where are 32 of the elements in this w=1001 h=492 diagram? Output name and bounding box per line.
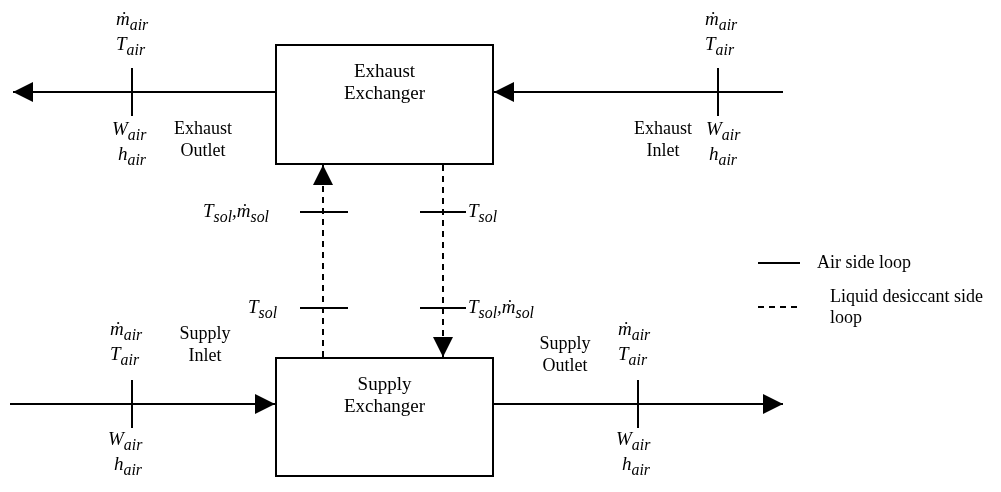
state-variable-label: T$_{sol}$,ṁ$_{sol}$	[203, 200, 270, 227]
state-variable-label: W$_{air}$	[112, 118, 147, 145]
state-variable-label: T$_{sol}$	[248, 296, 278, 323]
state-variable-label: h$_{air}$	[622, 453, 650, 480]
node-label: Supply Exchanger	[342, 373, 427, 417]
state-variable-label: ṁ$_{air}$	[110, 318, 143, 345]
legend-label: Liquid desiccant side loop	[830, 286, 984, 328]
arrow	[493, 394, 784, 414]
arrow	[12, 82, 276, 102]
state-variable-label: ṁ$_{air}$	[116, 8, 149, 35]
exchanger-box	[275, 357, 494, 477]
state-variable-label: T$_{sol}$,ṁ$_{sol}$	[468, 296, 535, 323]
state-variable-label: T$_{air}$	[705, 33, 735, 60]
state-variable-label: W$_{air}$	[616, 428, 651, 455]
state-variable-label: T$_{air}$	[110, 343, 140, 370]
state-variable-label: T$_{air}$	[116, 33, 146, 60]
arrow	[493, 82, 784, 102]
arrow	[313, 164, 333, 358]
arrow	[9, 394, 276, 414]
state-variable-label: T$_{sol}$	[468, 200, 498, 227]
state-variable-label: W$_{air}$	[706, 118, 741, 145]
arrow	[433, 164, 453, 358]
node-label: Exhaust Exchanger	[342, 60, 427, 104]
state-variable-label: T$_{air}$	[618, 343, 648, 370]
legend-label: Air side loop	[817, 252, 912, 273]
state-variable-label: h$_{air}$	[114, 453, 142, 480]
state-variable-label: h$_{air}$	[709, 143, 737, 170]
state-variable-label: ṁ$_{air}$	[618, 318, 651, 345]
state-variable-label: h$_{air}$	[118, 143, 146, 170]
state-variable-label: W$_{air}$	[108, 428, 143, 455]
exchanger-box	[275, 44, 494, 165]
state-variable-label: ṁ$_{air}$	[705, 8, 738, 35]
